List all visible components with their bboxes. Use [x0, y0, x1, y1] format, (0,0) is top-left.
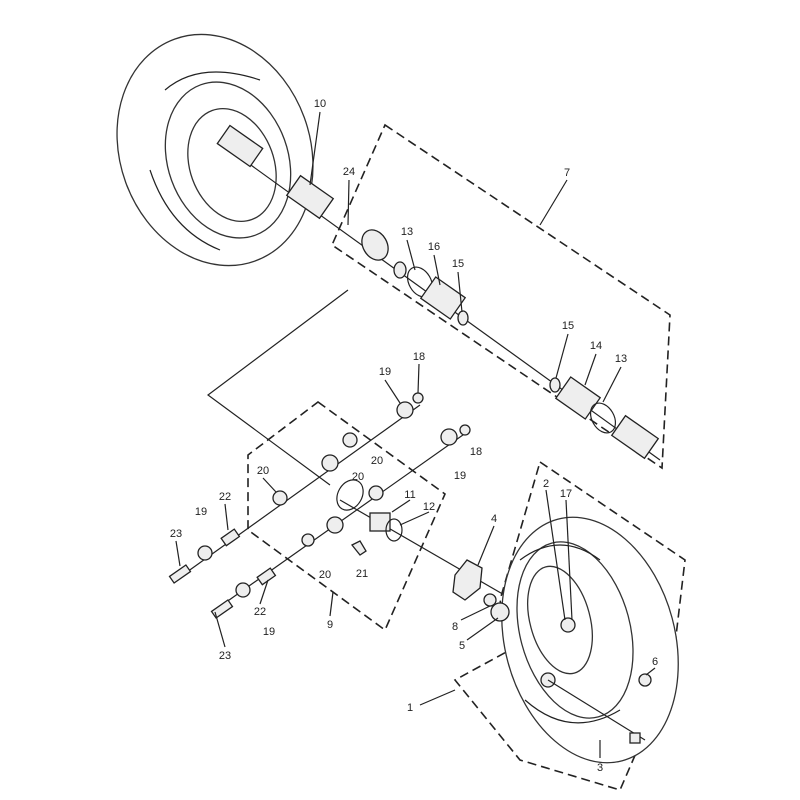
callout-19: 19	[379, 366, 391, 378]
callout-20: 20	[257, 465, 269, 477]
callout-22: 22	[219, 491, 231, 503]
callout-24: 24	[343, 166, 355, 178]
knuckle-assembly	[168, 289, 566, 632]
drive-shaft-assembly	[216, 123, 671, 470]
callout-12: 12	[423, 501, 435, 513]
callout-5: 5	[459, 640, 465, 652]
callout-18: 18	[413, 351, 425, 363]
callout-1: 1	[407, 702, 413, 714]
callout-18: 18	[470, 446, 482, 458]
callout-9: 9	[327, 619, 333, 631]
upper-wheel-tire	[116, 33, 314, 267]
callout-15: 15	[562, 320, 574, 332]
callout-19: 19	[263, 626, 275, 638]
callout-4: 4	[491, 513, 497, 525]
callout-3: 3	[597, 762, 603, 774]
callout-labels: 10 24 7 13 16 15 15 14 13 18 19 18 19 20…	[170, 98, 658, 774]
callout-23: 23	[170, 528, 182, 540]
callout-10: 10	[314, 98, 326, 110]
callout-14: 14	[590, 340, 602, 352]
callout-19: 19	[195, 506, 207, 518]
callout-22: 22	[254, 606, 266, 618]
callout-2: 2	[543, 478, 549, 490]
lower-wheel	[452, 460, 686, 791]
callout-21: 21	[356, 568, 368, 580]
callout-20: 20	[371, 455, 383, 467]
callout-leaders	[175, 111, 656, 758]
callout-13: 13	[615, 353, 627, 365]
callout-16: 16	[428, 241, 440, 253]
callout-11: 11	[404, 489, 415, 501]
callout-6: 6	[652, 656, 658, 668]
callout-20: 20	[352, 471, 364, 483]
callout-23: 23	[219, 650, 231, 662]
callout-13: 13	[401, 226, 413, 238]
callout-15: 15	[452, 258, 464, 270]
callout-19: 19	[454, 470, 466, 482]
callout-17: 17	[560, 488, 572, 500]
callout-7: 7	[564, 167, 570, 179]
callout-20: 20	[319, 569, 331, 581]
callout-8: 8	[452, 621, 458, 633]
